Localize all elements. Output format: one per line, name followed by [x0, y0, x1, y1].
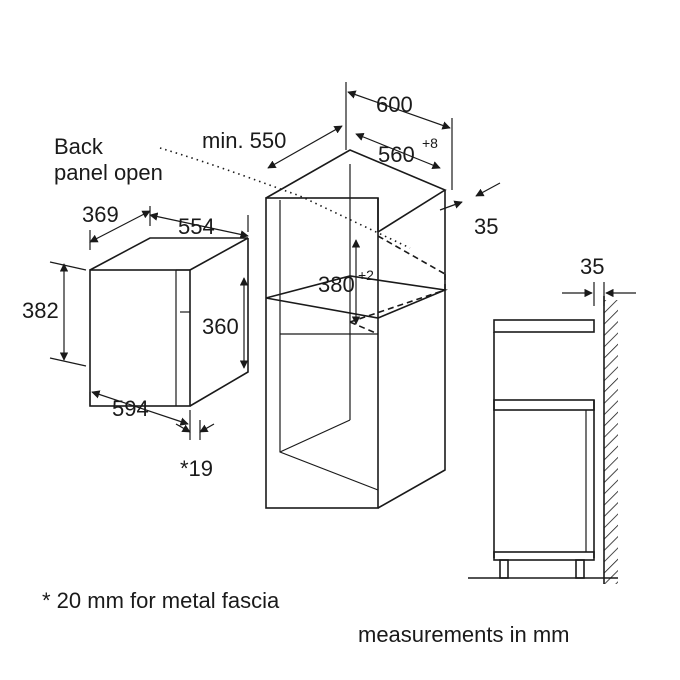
label-min-550: min. 550 — [202, 128, 286, 153]
fascia-footnote: * 20 mm for metal fascia — [42, 588, 280, 613]
label-382: 382 — [22, 298, 59, 323]
label-560: 560 — [378, 142, 415, 167]
units-footnote: measurements in mm — [358, 622, 570, 647]
cabinet-drawing — [159, 147, 448, 509]
side-view-drawing — [468, 296, 618, 584]
label-back-panel-2: panel open — [54, 160, 163, 185]
label-600: 600 — [376, 92, 413, 117]
microwave-dimensions — [49, 206, 249, 440]
label-380-tol: +2 — [358, 267, 374, 283]
label-380: 380 — [318, 272, 355, 297]
label-594: 594 — [112, 396, 149, 421]
cabinet-dimensions — [267, 82, 501, 325]
label-360: 360 — [202, 314, 239, 339]
label-35-side-view: 35 — [580, 254, 604, 279]
label-back-panel-1: Back — [54, 134, 104, 159]
label-369: 369 — [82, 202, 119, 227]
label-554: 554 — [178, 214, 215, 239]
label-35-side: 35 — [474, 214, 498, 239]
label-560-tol: +8 — [422, 135, 438, 151]
side-view-dimensions — [562, 282, 636, 306]
label-fascia-19: *19 — [180, 456, 213, 481]
